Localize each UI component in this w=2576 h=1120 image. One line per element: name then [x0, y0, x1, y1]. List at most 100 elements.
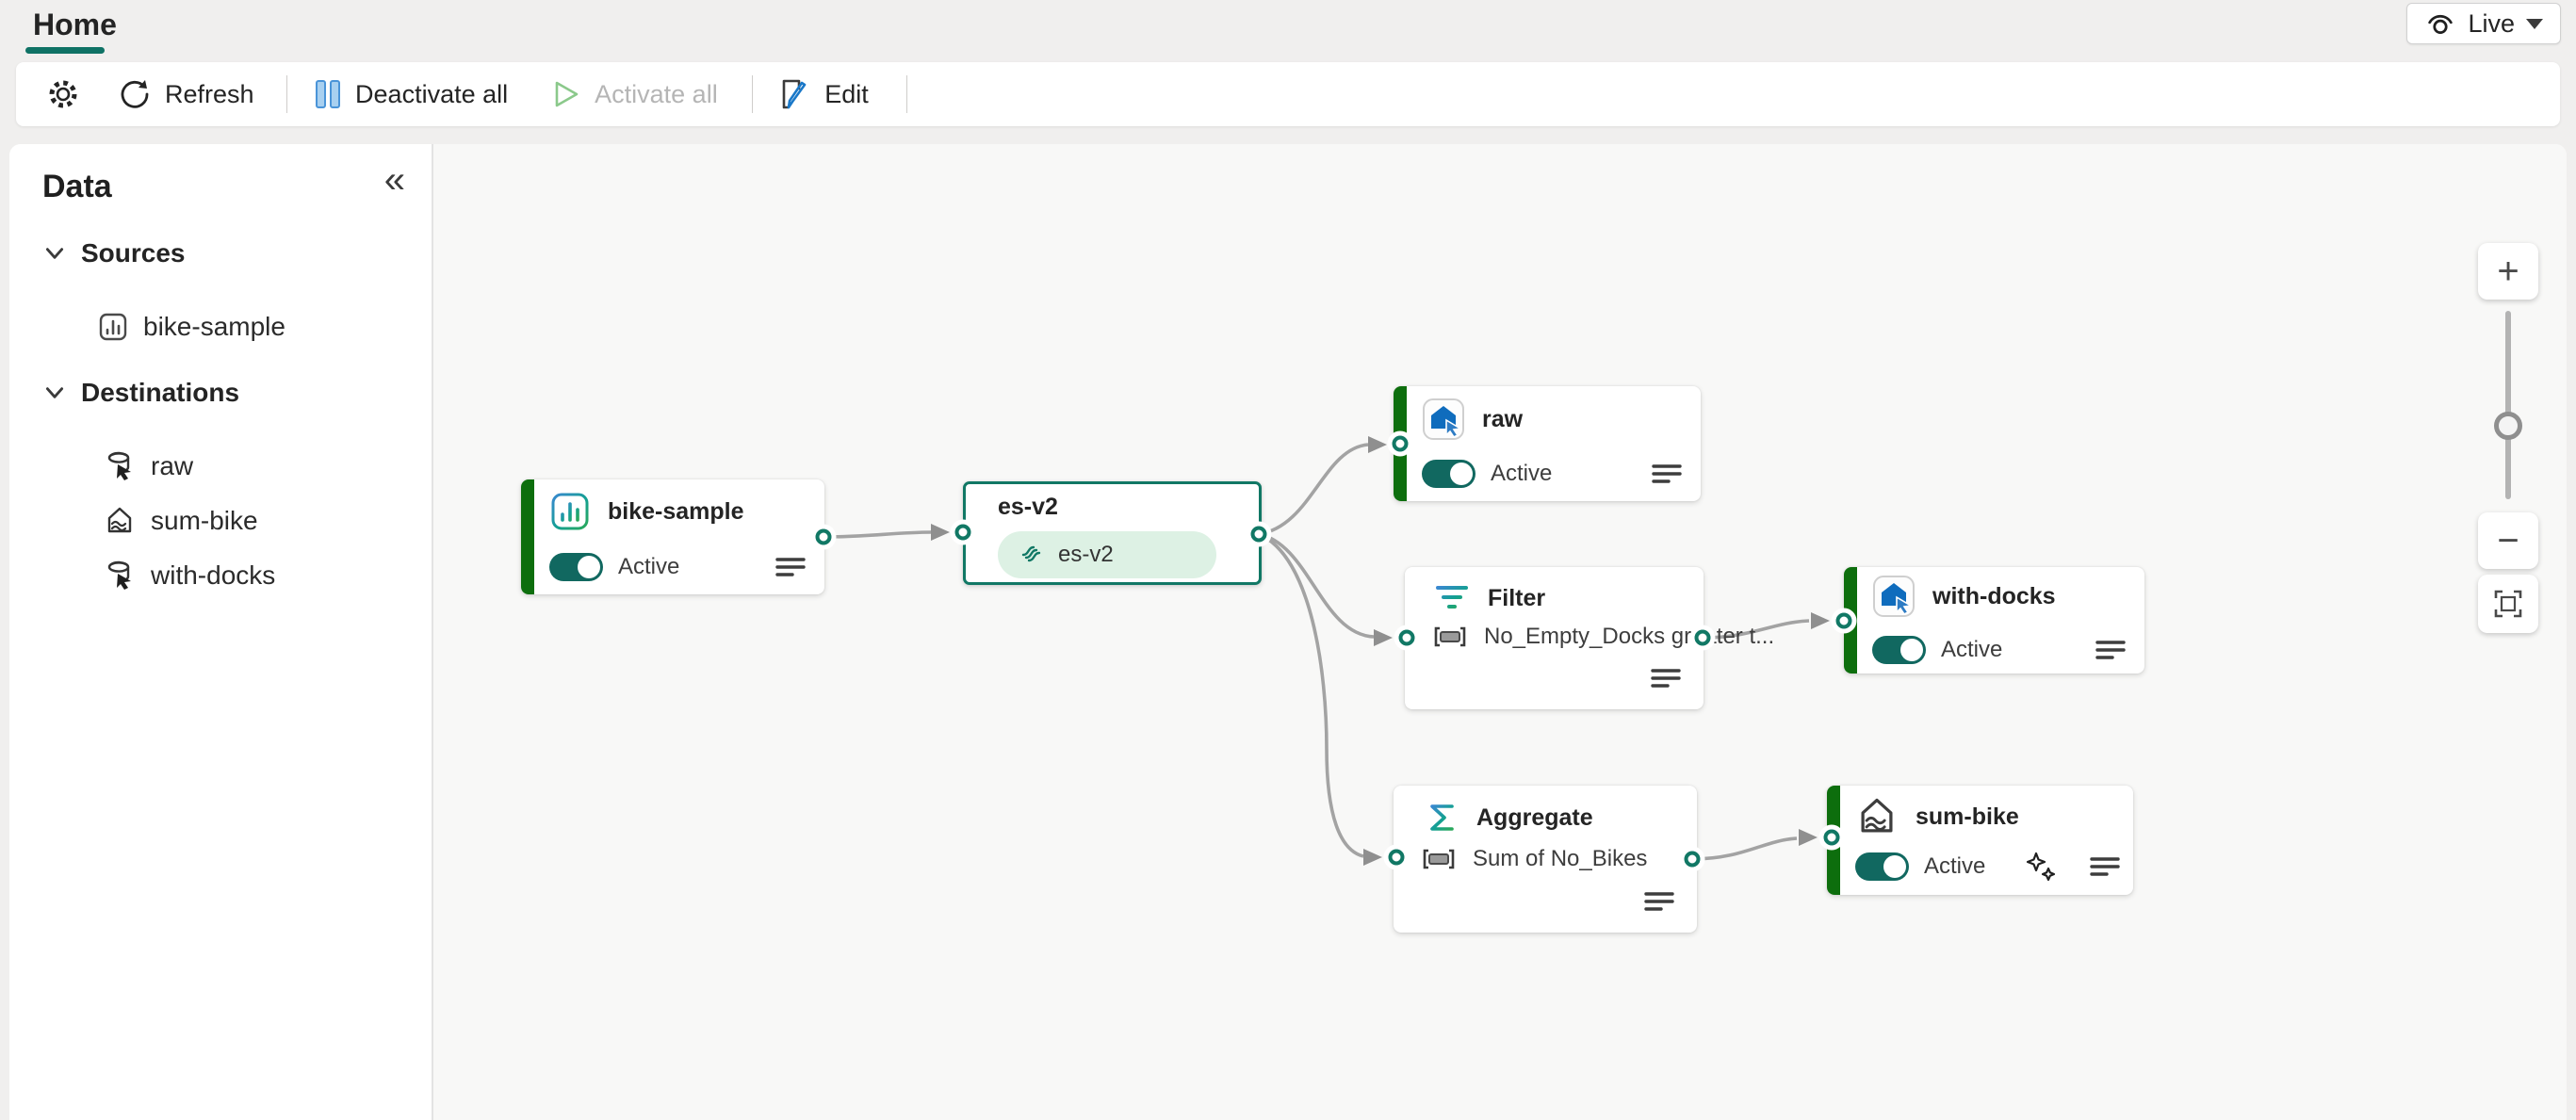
port-out-aggregate[interactable]: [1684, 851, 1701, 868]
lakehouse-icon: [107, 560, 131, 590]
node-sum-bike[interactable]: sum-bike Active: [1827, 786, 2133, 895]
bike-sample-label: bike-sample: [143, 312, 285, 341]
lakehouse-icon: [107, 451, 131, 480]
port-out-es-v2[interactable]: [1250, 526, 1267, 543]
toggle-knob: [1883, 855, 1906, 878]
node-menu-icon[interactable]: [2095, 639, 2126, 661]
deactivate-all-button[interactable]: Deactivate all: [314, 78, 508, 110]
node-title: bike-sample: [608, 497, 744, 525]
node-with-docks[interactable]: with-docks Active: [1844, 567, 2144, 674]
node-menu-icon[interactable]: [775, 556, 806, 578]
port-in-sum-bike[interactable]: [1823, 829, 1840, 846]
sidebar-section-destinations[interactable]: Destinations: [43, 378, 239, 408]
node-filter[interactable]: Filter No_Empty_Docks greater t...: [1405, 567, 1774, 709]
content-area: Data « Sources bike-sample Destinations: [9, 144, 2567, 1120]
sources-label: Sources: [81, 238, 186, 268]
arrowhead: [1374, 629, 1393, 646]
toolbar: Refresh Deactivate all Activate all Edit: [16, 62, 2560, 126]
active-toggle[interactable]: [1422, 460, 1475, 488]
node-title: es-v2: [998, 494, 1058, 520]
destinations-label: Destinations: [81, 378, 240, 407]
port-in-es-v2[interactable]: [954, 524, 971, 541]
topology-canvas[interactable]: bike-sample Active es-v2 es-v2: [433, 144, 2567, 1120]
node-menu-icon[interactable]: [2090, 855, 2120, 878]
toolbar-divider: [751, 75, 754, 113]
zoom-slider-track[interactable]: [2505, 311, 2511, 499]
port-out-filter[interactable]: [1694, 629, 1711, 646]
sigma-aggregate-icon: [1430, 804, 1454, 831]
port-in-raw[interactable]: [1392, 435, 1409, 452]
node-aggregate[interactable]: Aggregate Sum of No_Bikes: [1394, 786, 1697, 933]
refresh-button[interactable]: Refresh: [118, 77, 254, 111]
live-mode-button[interactable]: Live: [2406, 3, 2561, 44]
stream-pill[interactable]: es-v2: [998, 531, 1216, 578]
active-toggle[interactable]: [549, 553, 603, 581]
toolbar-divider: [905, 75, 908, 113]
sidebar-item-bike-sample[interactable]: bike-sample: [98, 312, 285, 342]
activate-all-button[interactable]: Activate all: [551, 78, 718, 110]
edit-label: Edit: [824, 79, 869, 108]
data-panel-title: Data: [42, 169, 112, 204]
fit-to-view-button[interactable]: [2478, 575, 2538, 633]
active-toggle[interactable]: [1872, 636, 1926, 664]
toggle-knob: [578, 556, 600, 578]
deactivate-all-label: Deactivate all: [355, 79, 509, 108]
chevron-down-icon: [45, 248, 64, 259]
live-view-icon: [2428, 14, 2454, 34]
sidebar-item-with-docks[interactable]: with-docks: [104, 560, 275, 592]
port-in-filter[interactable]: [1398, 629, 1415, 646]
arrowhead: [1363, 849, 1382, 866]
port-in-aggregate[interactable]: [1388, 849, 1405, 866]
active-label: Active: [1924, 853, 1986, 879]
toggle-knob: [1450, 463, 1473, 485]
tab-home-underline: [25, 47, 105, 54]
node-title: sum-bike: [1916, 803, 2019, 830]
node-raw[interactable]: raw Active: [1394, 386, 1701, 501]
toolbar-divider: [285, 75, 288, 113]
node-menu-icon[interactable]: [1644, 890, 1674, 917]
zoom-in-button[interactable]: +: [2478, 243, 2538, 300]
play-icon: [555, 81, 579, 107]
aggregate-operation: Sum of No_Bikes: [1473, 846, 1648, 871]
pause-icon: [316, 80, 341, 108]
zoom-out-button[interactable]: −: [2478, 512, 2538, 569]
sidebar-section-sources[interactable]: Sources: [43, 238, 186, 268]
node-menu-icon[interactable]: [1651, 667, 1681, 694]
node-menu-icon[interactable]: [1652, 463, 1682, 485]
port-in-with-docks[interactable]: [1835, 612, 1852, 629]
active-toggle[interactable]: [1855, 852, 1909, 881]
toggle-knob: [1900, 639, 1923, 661]
sidebar-item-raw[interactable]: raw: [104, 450, 193, 482]
gear-icon: [49, 80, 77, 108]
node-bike-sample[interactable]: bike-sample Active: [521, 479, 824, 594]
edit-pencil-icon: [782, 79, 807, 109]
stream-icon: [1021, 545, 1041, 562]
refresh-label: Refresh: [165, 79, 254, 108]
active-label: Active: [1491, 461, 1553, 486]
live-label: Live: [2468, 8, 2515, 38]
lakehouse-destination-icon: [1423, 398, 1464, 440]
sum-bike-label: sum-bike: [151, 506, 258, 535]
filter-icon: [1436, 586, 1468, 609]
zoom-slider-handle[interactable]: [2494, 412, 2522, 440]
port-out-bike-sample[interactable]: [815, 528, 832, 545]
filter-condition: No_Empty_Docks greater t...: [1484, 624, 1775, 649]
arrowhead: [931, 524, 950, 541]
sidebar-item-sum-bike[interactable]: sum-bike: [104, 505, 258, 537]
arrowhead: [1811, 612, 1830, 629]
node-es-v2[interactable]: es-v2 es-v2: [963, 481, 1262, 585]
collapse-panel-icon[interactable]: «: [383, 159, 405, 201]
edge-layer: [823, 436, 1830, 866]
raw-label: raw: [151, 451, 194, 480]
sparkles-icon[interactable]: [2024, 850, 2058, 884]
active-label: Active: [618, 554, 680, 579]
plus-icon: +: [2497, 251, 2519, 292]
edge-esv2-raw: [1258, 443, 1369, 536]
active-label: Active: [1941, 637, 2003, 662]
settings-button[interactable]: [44, 75, 82, 113]
tab-strip: Home Live: [0, 0, 2576, 58]
chevron-down-icon: [45, 387, 64, 398]
tab-home[interactable]: Home: [33, 8, 117, 41]
edge-filter-withdocks: [1702, 619, 1810, 640]
edit-button[interactable]: Edit: [775, 76, 869, 112]
